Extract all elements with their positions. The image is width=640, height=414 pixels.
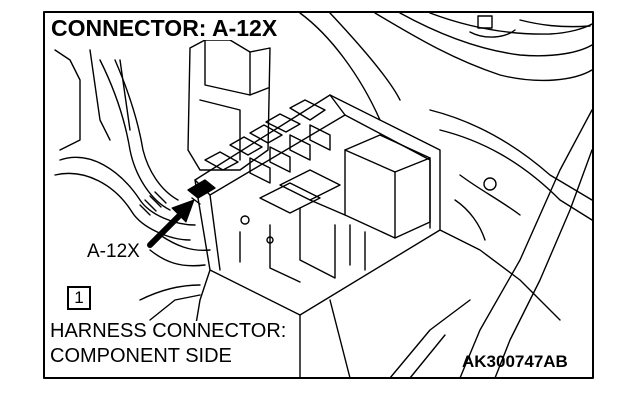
- connector-title: CONNECTOR: A-12X: [49, 15, 280, 41]
- figure-code: AK300747AB: [462, 352, 568, 371]
- caption-line-2: COMPONENT SIDE: [48, 345, 234, 367]
- step-number-box: 1: [67, 286, 91, 310]
- reservoir-bracket: [54, 39, 271, 171]
- caption-line-1: HARNESS CONNECTOR:: [48, 320, 289, 342]
- figure-frame: [43, 11, 594, 379]
- strut-tower: [299, 12, 593, 121]
- connector-a12x: [187, 179, 216, 205]
- relay-box: [194, 94, 441, 316]
- connector-callout-label: A-12X: [85, 241, 142, 262]
- body-panels: [139, 109, 593, 379]
- wiring-harness: [54, 59, 211, 267]
- pointer-arrow: [147, 199, 195, 248]
- step-number: 1: [74, 288, 84, 307]
